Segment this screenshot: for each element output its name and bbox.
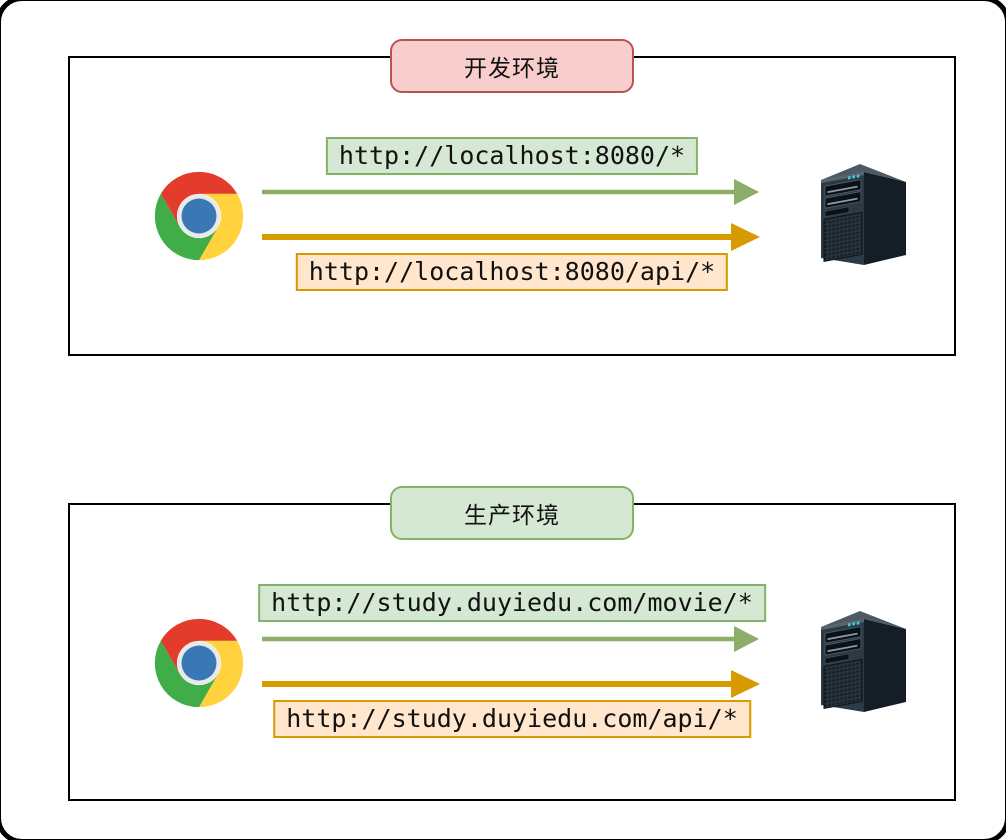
url-text: http://study.duyiedu.com/movie/* — [271, 588, 753, 617]
prod-environment-title: 生产环境 — [390, 486, 634, 540]
page-request-arrow-icon — [262, 626, 759, 652]
chrome-logo-svg — [154, 618, 244, 708]
chrome-browser-icon — [153, 170, 245, 262]
url-text: http://localhost:8080/* — [338, 141, 686, 170]
url-text: http://localhost:8080/api/* — [308, 257, 716, 286]
chrome-browser-icon — [153, 617, 245, 709]
api-request-arrow-icon — [262, 223, 760, 251]
dev-environment-title-label: 开发环境 — [464, 55, 560, 81]
server-tower-icon — [808, 605, 908, 720]
prod-page-url-label: http://study.duyiedu.com/movie/* — [258, 584, 766, 622]
prod-environment-title-label: 生产环境 — [464, 502, 560, 528]
dev-page-url-label: http://localhost:8080/* — [325, 137, 699, 175]
dev-environment-title: 开发环境 — [390, 39, 634, 93]
url-text: http://study.duyiedu.com/api/* — [286, 704, 738, 733]
server-tower-svg — [821, 164, 906, 265]
server-tower-svg — [821, 611, 906, 712]
prod-api-url-label: http://study.duyiedu.com/api/* — [273, 700, 751, 738]
server-tower-icon — [808, 158, 908, 273]
api-request-arrow-icon — [262, 670, 760, 698]
page-request-arrow-icon — [262, 179, 759, 205]
dev-api-url-label: http://localhost:8080/api/* — [295, 253, 729, 291]
chrome-logo-svg — [154, 171, 244, 261]
prod-environment-box: 生产环境 http://study.duyiedu.com/movie/* ht… — [68, 486, 956, 801]
dev-environment-box: 开发环境 http://localhost:8080/* http://loca… — [68, 39, 956, 356]
